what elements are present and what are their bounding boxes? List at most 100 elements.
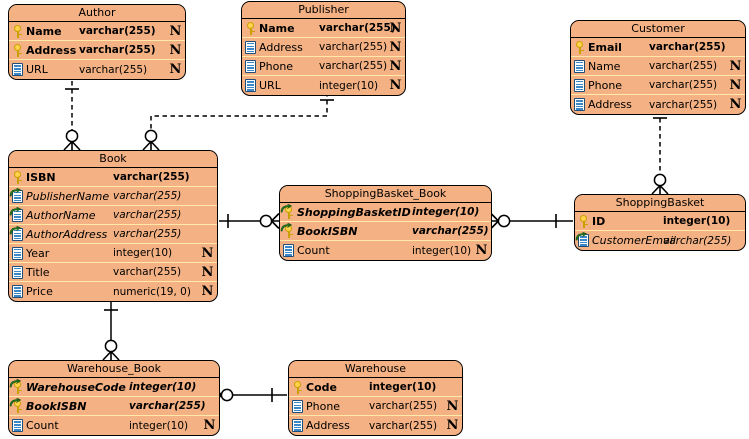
attribute-name: Name bbox=[588, 59, 621, 73]
fk-key-icon bbox=[9, 397, 26, 416]
nullable-badge: N bbox=[201, 284, 214, 299]
column-icon bbox=[12, 285, 23, 298]
key-icon bbox=[246, 21, 256, 35]
attribute-name: URL bbox=[26, 63, 48, 76]
attribute-type: varchar(255) bbox=[319, 41, 388, 53]
attribute-row[interactable]: Name varchar(255) N bbox=[571, 57, 745, 76]
key-icon bbox=[9, 22, 26, 41]
key-icon bbox=[242, 19, 259, 38]
attribute-name: Year bbox=[26, 246, 50, 260]
column-icon bbox=[12, 246, 23, 260]
key-icon bbox=[575, 40, 585, 54]
attribute-name: BookISBN bbox=[26, 399, 87, 413]
attribute-type: varchar(255) bbox=[649, 98, 718, 111]
column-icon bbox=[242, 57, 259, 76]
column-icon bbox=[12, 419, 23, 432]
attribute-type: varchar(255) bbox=[113, 171, 190, 183]
nullable-badge: N bbox=[446, 418, 459, 433]
column-icon bbox=[283, 244, 294, 257]
foreign-key-arrow-icon bbox=[575, 232, 587, 241]
attribute-type: varchar(255) bbox=[649, 60, 718, 72]
key-icon bbox=[293, 380, 303, 394]
column-icon bbox=[574, 98, 585, 111]
attribute-name: CustomerEmail bbox=[592, 234, 676, 247]
nullable-badge: N bbox=[169, 24, 182, 39]
attribute-name: Phone bbox=[306, 399, 341, 413]
attribute-name: PublisherName bbox=[26, 189, 110, 203]
attribute-name: Name bbox=[259, 21, 295, 35]
entity-title: Customer bbox=[571, 21, 745, 38]
relationship-warehousebook-warehouse bbox=[213, 386, 287, 404]
column-icon bbox=[245, 79, 256, 92]
column-icon bbox=[12, 265, 23, 279]
entity-title: Book bbox=[9, 151, 217, 168]
foreign-key-arrow-icon bbox=[9, 225, 21, 235]
attribute-row[interactable]: Name varchar(255) N bbox=[9, 22, 185, 41]
nullable-badge: N bbox=[446, 399, 459, 414]
nullable-badge: N bbox=[169, 43, 182, 58]
column-icon bbox=[245, 40, 256, 54]
nullable-badge: N bbox=[389, 59, 402, 74]
attribute-type: integer(10) bbox=[319, 79, 379, 92]
foreign-key-arrow-icon bbox=[9, 397, 21, 407]
column-icon bbox=[289, 397, 306, 416]
fk-key-icon bbox=[280, 203, 297, 222]
attribute-row[interactable]: Phone varchar(255) N bbox=[289, 397, 462, 416]
column-icon bbox=[574, 78, 585, 92]
column-icon bbox=[12, 63, 23, 76]
key-icon bbox=[13, 24, 23, 38]
attribute-type: varchar(255) bbox=[79, 25, 156, 37]
attribute-name: Name bbox=[26, 24, 62, 38]
fk-column-icon bbox=[9, 225, 26, 244]
fk-column-icon bbox=[9, 206, 26, 225]
key-icon bbox=[13, 170, 23, 184]
relationship-book-shoppingbasketbook bbox=[219, 212, 280, 230]
key-icon bbox=[289, 378, 306, 397]
nullable-badge: N bbox=[729, 59, 742, 74]
attribute-type: varchar(255) bbox=[649, 79, 718, 91]
entity-title: Publisher bbox=[242, 2, 405, 19]
attribute-name: Price bbox=[26, 285, 53, 298]
foreign-key-arrow-icon bbox=[280, 203, 292, 213]
column-icon bbox=[289, 416, 306, 435]
nullable-badge: N bbox=[729, 78, 742, 93]
attribute-type: varchar(255) bbox=[369, 400, 438, 412]
fk-key-icon bbox=[280, 222, 297, 241]
column-icon bbox=[574, 59, 585, 73]
attribute-type: integer(10) bbox=[129, 419, 189, 432]
